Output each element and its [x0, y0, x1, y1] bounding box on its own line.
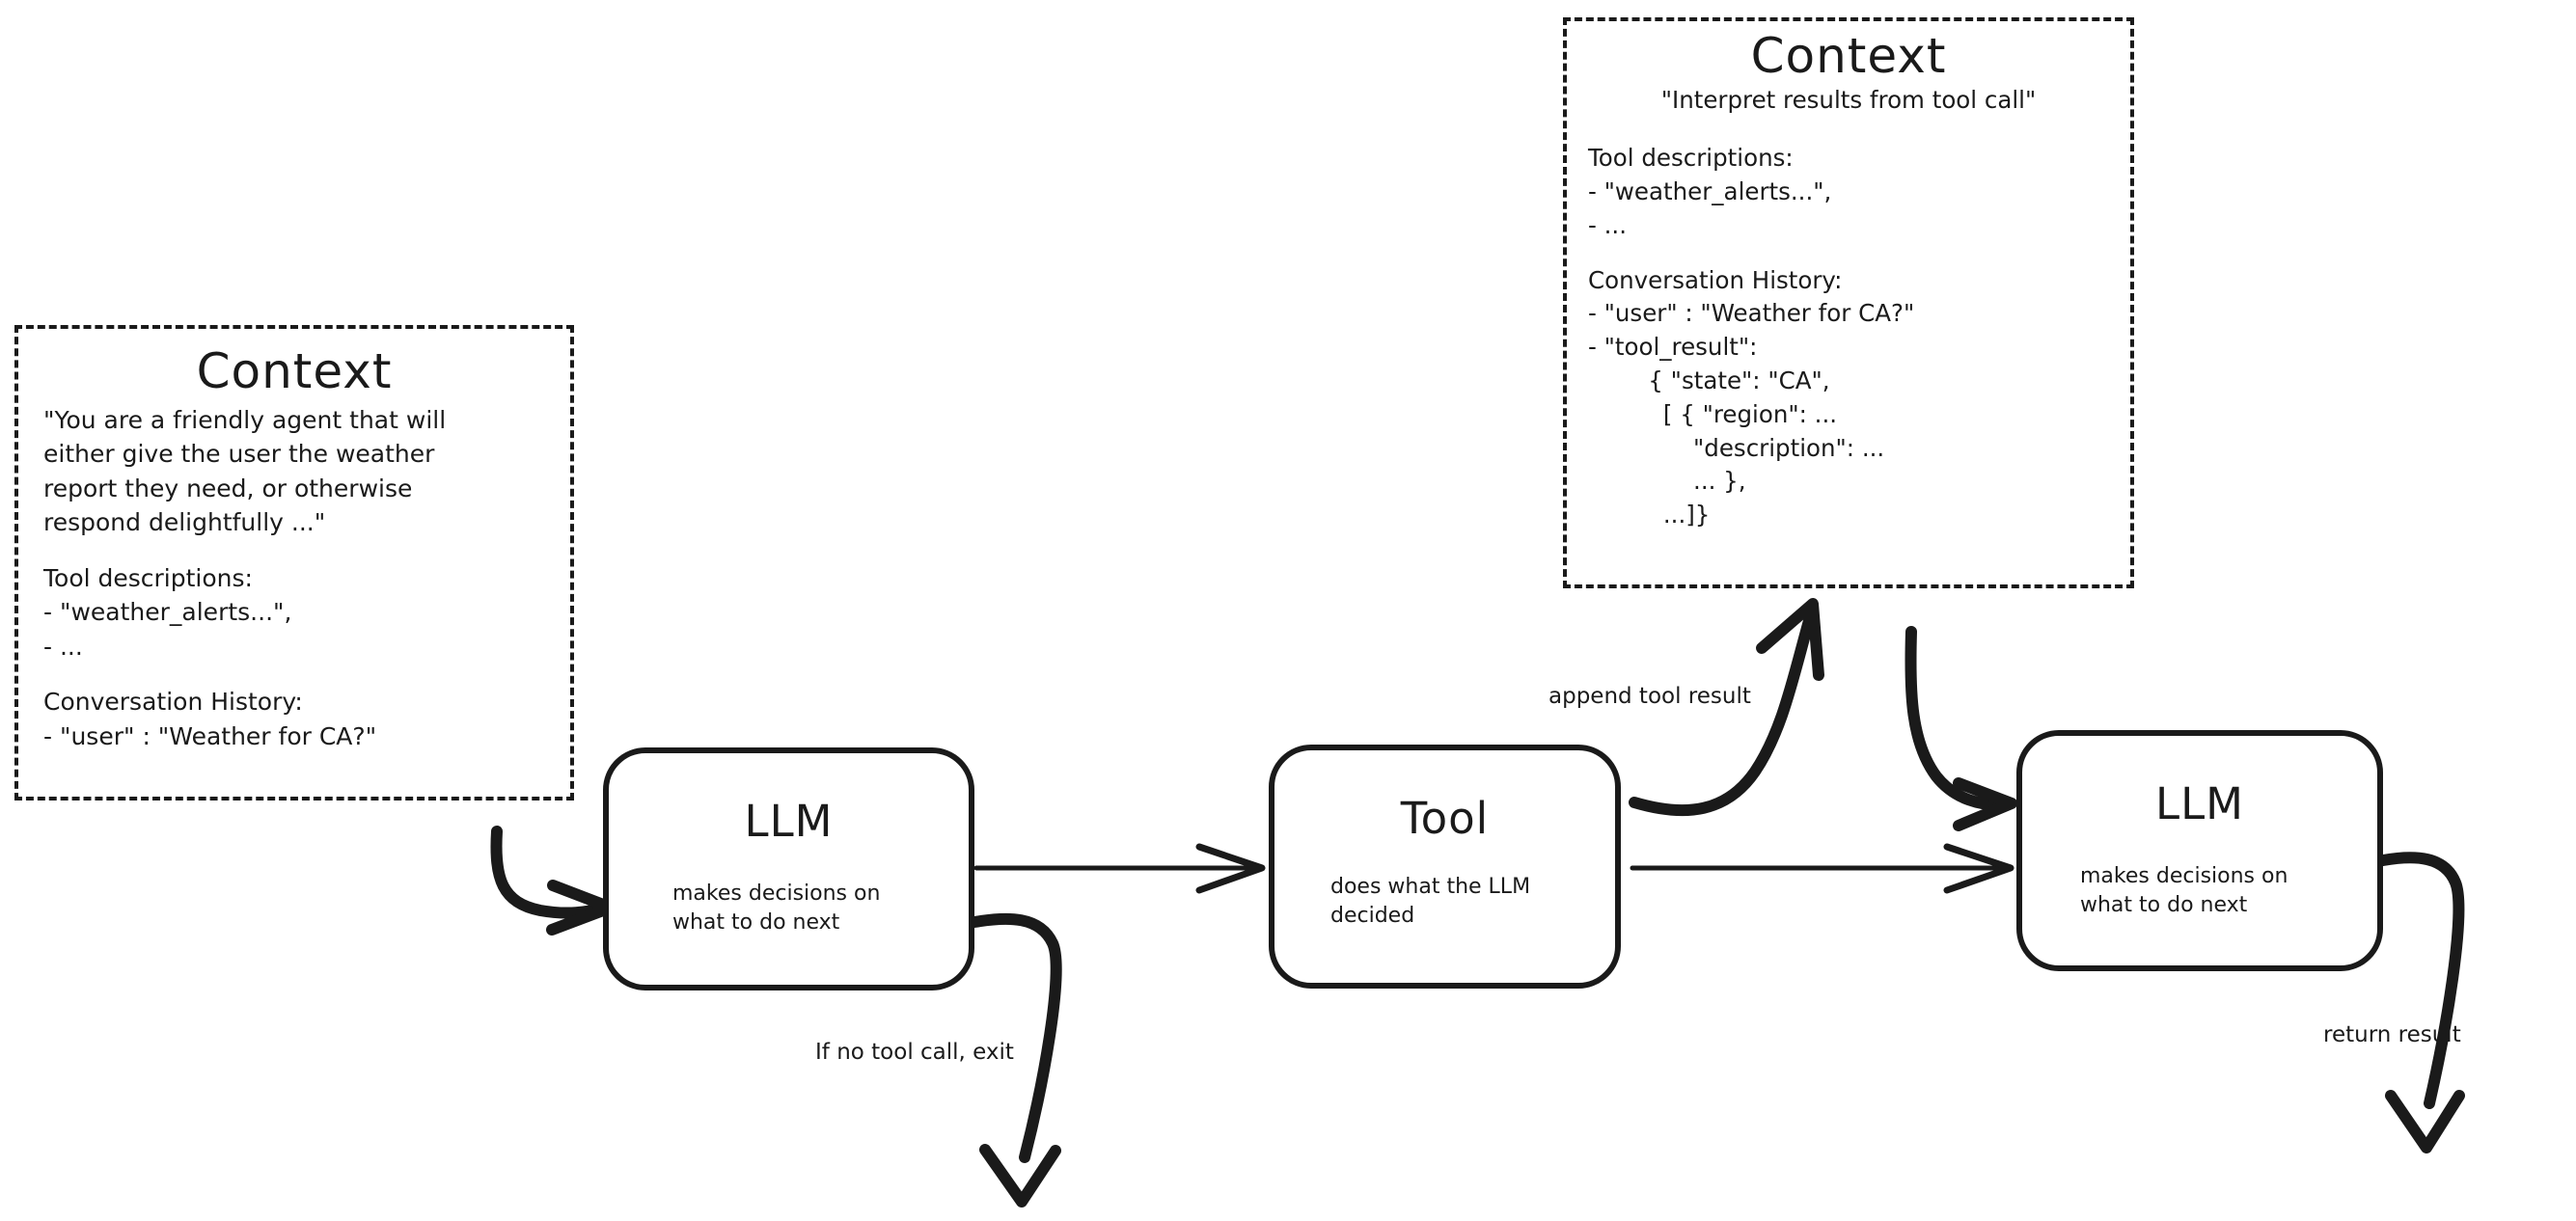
node-llm-second-title: LLM — [2155, 778, 2244, 829]
context-right-conversation-3: [ { "region": ... — [1588, 399, 1838, 428]
context-right-conversation-2: { "state": "CA", — [1588, 366, 1830, 394]
context-right-conversation-heading: Conversation History: — [1588, 265, 1843, 294]
context-right-body: "Interpret results from tool call" Tool … — [1567, 84, 2130, 532]
arrow-tool-to-llm2 — [1630, 843, 2014, 894]
node-llm-second-subtitle: makes decisions on what to do next — [2080, 864, 2288, 917]
node-tool-subtitle: does what the LLM decided — [1330, 875, 1531, 928]
context-left-conversation-0: - "user" : "Weather for CA?" — [43, 721, 377, 750]
context-right-instruction: "Interpret results from tool call" — [1660, 85, 2037, 114]
context-right-conversation-6: ...]} — [1588, 501, 1711, 529]
context-left-tool-description-0: - "weather_alerts...", — [43, 598, 292, 626]
arrow-context-right-to-llm2 — [1905, 626, 2017, 831]
context-right-title: Context — [1750, 28, 1947, 84]
node-tool-title: Tool — [1400, 793, 1490, 844]
context-right-tool-description-1: - ... — [1588, 210, 1627, 239]
arrow-llm1-to-tool — [973, 843, 1266, 894]
context-box-right: Context "Interpret results from tool cal… — [1563, 17, 2134, 588]
node-llm-second[interactable]: LLM makes decisions on what to do next — [2016, 730, 2383, 971]
context-right-conversation-0: - "user" : "Weather for CA?" — [1588, 299, 1915, 328]
context-left-system-prompt: "You are a friendly agent that will eith… — [43, 405, 447, 537]
edge-label-append-tool-result: append tool result — [1548, 684, 1751, 709]
context-right-spacer — [1588, 243, 2109, 264]
context-right-conversation-5: ... }, — [1588, 467, 1746, 496]
node-llm-first-title: LLM — [744, 796, 834, 847]
context-left-spacer — [43, 664, 545, 685]
context-left-tool-descriptions-heading: Tool descriptions: — [43, 563, 253, 592]
context-right-tool-descriptions-heading: Tool descriptions: — [1588, 144, 1794, 173]
context-right-conversation-4: "description": ... — [1588, 433, 1885, 462]
arrow-context-left-to-llm1 — [490, 826, 617, 936]
context-left-body: "You are a friendly agent that will eith… — [18, 403, 570, 754]
arrow-return-result — [2377, 852, 2465, 1153]
context-left-conversation-heading: Conversation History: — [43, 688, 303, 716]
context-box-left: Context "You are a friendly agent that w… — [14, 325, 574, 800]
context-right-conversation-1: - "tool_result": — [1588, 333, 1758, 362]
node-llm-first-subtitle: makes decisions on what to do next — [672, 882, 881, 935]
context-left-title: Context — [196, 343, 393, 399]
context-right-tool-description-0: - "weather_alerts...", — [1588, 177, 1832, 206]
edge-label-if-no-tool-call-exit: If no tool call, exit — [815, 1040, 1014, 1065]
node-llm-first[interactable]: LLM makes decisions on what to do next — [603, 747, 974, 990]
context-left-tool-description-1: - ... — [43, 632, 83, 661]
edge-label-return-result: return result — [2323, 1022, 2461, 1047]
node-tool[interactable]: Tool does what the LLM decided — [1269, 745, 1621, 989]
